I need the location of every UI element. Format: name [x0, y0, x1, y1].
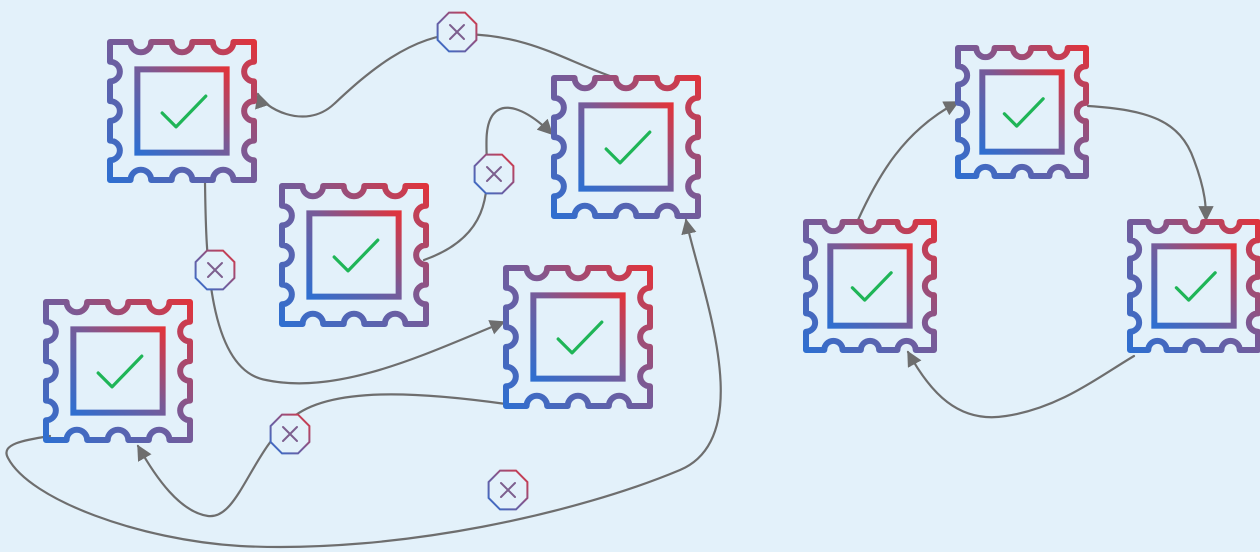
stamp-inner-frame	[1151, 243, 1237, 329]
connection-arrow	[136, 393, 508, 518]
connection-arrow	[255, 32, 612, 118]
connection-arrow	[856, 100, 960, 222]
postage-stamp-icon	[107, 39, 257, 183]
postage-stamp-icon	[955, 45, 1089, 179]
stamp-inner-frame	[70, 326, 166, 416]
checkmark-icon	[850, 271, 893, 302]
cross-octagon-icon	[194, 249, 236, 291]
cross-octagon-icon	[436, 11, 478, 53]
postage-stamp-icon	[1127, 219, 1260, 353]
checkmark-icon	[604, 130, 652, 165]
connection-arrow	[5, 218, 722, 549]
cross-octagon-icon	[269, 413, 311, 455]
postage-stamp-icon	[43, 299, 193, 443]
checkmark-icon	[1002, 97, 1045, 128]
postage-stamp-icon	[279, 183, 429, 327]
postage-stamp-icon	[551, 75, 701, 219]
stamp-inner-frame	[578, 102, 674, 192]
connection-arrow	[422, 106, 554, 262]
cross-octagon-icon	[487, 469, 529, 511]
stamps-layer	[43, 39, 1260, 443]
connections-layer	[5, 32, 1214, 549]
postage-stamp-icon	[503, 265, 653, 409]
stamp-inner-frame	[306, 210, 402, 300]
checkmark-icon	[332, 238, 380, 273]
checkmark-icon	[96, 354, 144, 389]
stamp-inner-frame	[134, 66, 230, 156]
stamp-inner-frame	[530, 292, 626, 382]
stamp-inner-frame	[979, 69, 1065, 155]
connection-arrow	[906, 350, 1136, 419]
checkmark-icon	[556, 320, 604, 355]
connection-arrow	[1086, 104, 1214, 222]
checkmark-icon	[1174, 271, 1217, 302]
cross-octagon-icon	[473, 153, 515, 195]
checkmark-icon	[160, 94, 208, 129]
postage-stamp-icon	[803, 219, 937, 353]
blocked-markers-layer	[194, 11, 529, 511]
stamp-inner-frame	[827, 243, 913, 329]
